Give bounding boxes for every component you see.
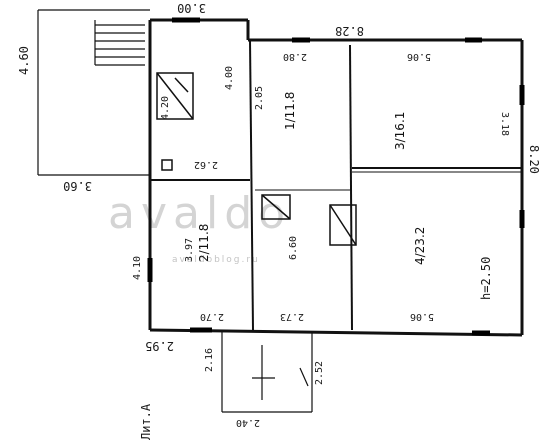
dim-318: 3.18 xyxy=(499,112,510,136)
dim-280: 2.80 xyxy=(283,51,307,62)
inner-walls xyxy=(150,39,522,331)
porch xyxy=(221,332,313,413)
dim-660: 6.60 xyxy=(288,236,299,260)
dim-270: 2.70 xyxy=(200,311,224,322)
dim-397: 3.97 xyxy=(184,238,195,262)
stair-box xyxy=(261,194,357,246)
room-labels: 1/11.8 2/11.8 3/16.1 4/23.2 xyxy=(197,92,427,265)
room-4-label: 4/23.2 xyxy=(413,227,427,265)
outer-walls xyxy=(148,18,524,337)
dim-295: 2.95 xyxy=(145,339,174,353)
veranda xyxy=(37,9,150,176)
dim-205: 2.05 xyxy=(254,86,265,110)
room-3-label: 3/16.1 xyxy=(393,112,407,150)
windows xyxy=(147,17,525,336)
room-2-label: 2/11.8 xyxy=(197,224,211,262)
room-1-label: 1/11.8 xyxy=(283,92,297,130)
dim-506-top: 5.06 xyxy=(407,51,431,62)
watermark: avaldo avaldoblog.ru xyxy=(108,188,291,265)
dim-460: 4.60 xyxy=(17,46,31,75)
dim-400: 4.00 xyxy=(224,66,235,90)
dim-420: 4.20 xyxy=(160,96,171,120)
dim-360: 3.60 xyxy=(63,179,92,193)
dim-262: 2.62 xyxy=(194,159,218,170)
dim-h250: h=2.50 xyxy=(479,257,493,300)
dim-252: 2.52 xyxy=(314,361,325,385)
dim-506-bottom: 5.06 xyxy=(410,311,434,322)
dim-216: 2.16 xyxy=(204,348,215,372)
dim-820: 8.20 xyxy=(527,145,541,174)
dim-410: 4.10 xyxy=(132,256,143,280)
dim-300: 3.00 xyxy=(177,1,206,15)
watermark-text: avaldo xyxy=(108,188,291,239)
lit-mark: Лит.А xyxy=(139,403,153,440)
watermark-subtext: avaldoblog.ru xyxy=(172,255,260,265)
dim-828: 8.28 xyxy=(335,24,364,38)
dimension-labels: 4.60 3.00 8.28 2.80 5.06 3.18 8.20 3.60 … xyxy=(17,1,541,428)
dim-273: 2.73 xyxy=(280,311,304,322)
stove-box xyxy=(156,72,194,171)
dim-240: 2.40 xyxy=(236,417,260,428)
